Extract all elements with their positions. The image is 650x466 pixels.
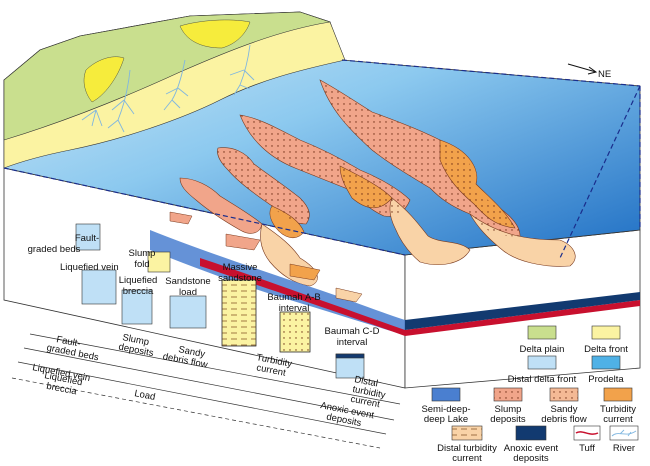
svg-text:Distal delta front: Distal delta front: [508, 374, 577, 385]
svg-text:Load: Load: [133, 388, 156, 403]
label-fault-graded-beds: Fault-graded beds: [28, 233, 100, 255]
svg-text:Fault-graded beds: Fault-graded beds: [46, 333, 102, 364]
svg-text:Slumpdeposits: Slumpdeposits: [490, 404, 526, 425]
profile-lines: [11, 333, 401, 449]
svg-text:Distal turbiditycurrent: Distal turbiditycurrent: [437, 443, 497, 464]
svg-text:Sandydebris flow: Sandydebris flow: [541, 404, 587, 425]
block-projection-lines: [3, 59, 641, 259]
compass-label: NE: [598, 69, 611, 80]
front-section-layers: [150, 211, 640, 336]
legend-semi-deep-lake: Semi-deep-deep Lake: [421, 387, 471, 425]
svg-text:Distalturbiditycurrent: Distalturbiditycurrent: [350, 374, 389, 411]
delta-front-band: [83, 56, 125, 103]
legend-distal-delta-front: Distal delta front: [508, 355, 577, 385]
profile-labels: Fault-graded beds Liquefied vein Liquefi…: [31, 332, 389, 429]
label-liquefied-vein: Liquefied vein: [60, 262, 119, 273]
svg-text:Tuff: Tuff: [579, 443, 595, 454]
gravity-flow-bodies: [179, 79, 576, 287]
legend-prodelta: Prodelta: [588, 355, 624, 385]
legend-delta-plain: Delta plain: [520, 325, 565, 355]
svg-text:Semi-deep-deep Lake: Semi-deep-deep Lake: [421, 404, 470, 425]
facies-icons: [75, 223, 365, 379]
river-channels: [81, 44, 255, 133]
tuff-line-icon: [575, 431, 599, 435]
legend: Delta plain Delta front Distal delta fro…: [421, 325, 639, 464]
legend-river: River: [609, 425, 639, 454]
compass: NE: [567, 63, 611, 80]
svg-text:Delta plain: Delta plain: [520, 344, 565, 355]
svg-text:Slumpdeposits: Slumpdeposits: [118, 332, 157, 359]
svg-text:Anoxic eventdeposits: Anoxic eventdeposits: [504, 443, 559, 464]
svg-text:Delta front: Delta front: [584, 344, 628, 355]
delta-plain-area: [3, 11, 331, 141]
svg-text:Prodelta: Prodelta: [588, 374, 624, 385]
svg-text:River: River: [613, 443, 635, 454]
legend-delta-front: Delta front: [584, 325, 628, 355]
legend-tuff: Tuff: [573, 425, 601, 454]
delta-front-band: [179, 19, 251, 49]
svg-text:Sandydebris flow: Sandydebris flow: [162, 341, 211, 370]
river-icon: [611, 429, 637, 437]
svg-text:Turbiditycurrent: Turbiditycurrent: [600, 404, 636, 425]
